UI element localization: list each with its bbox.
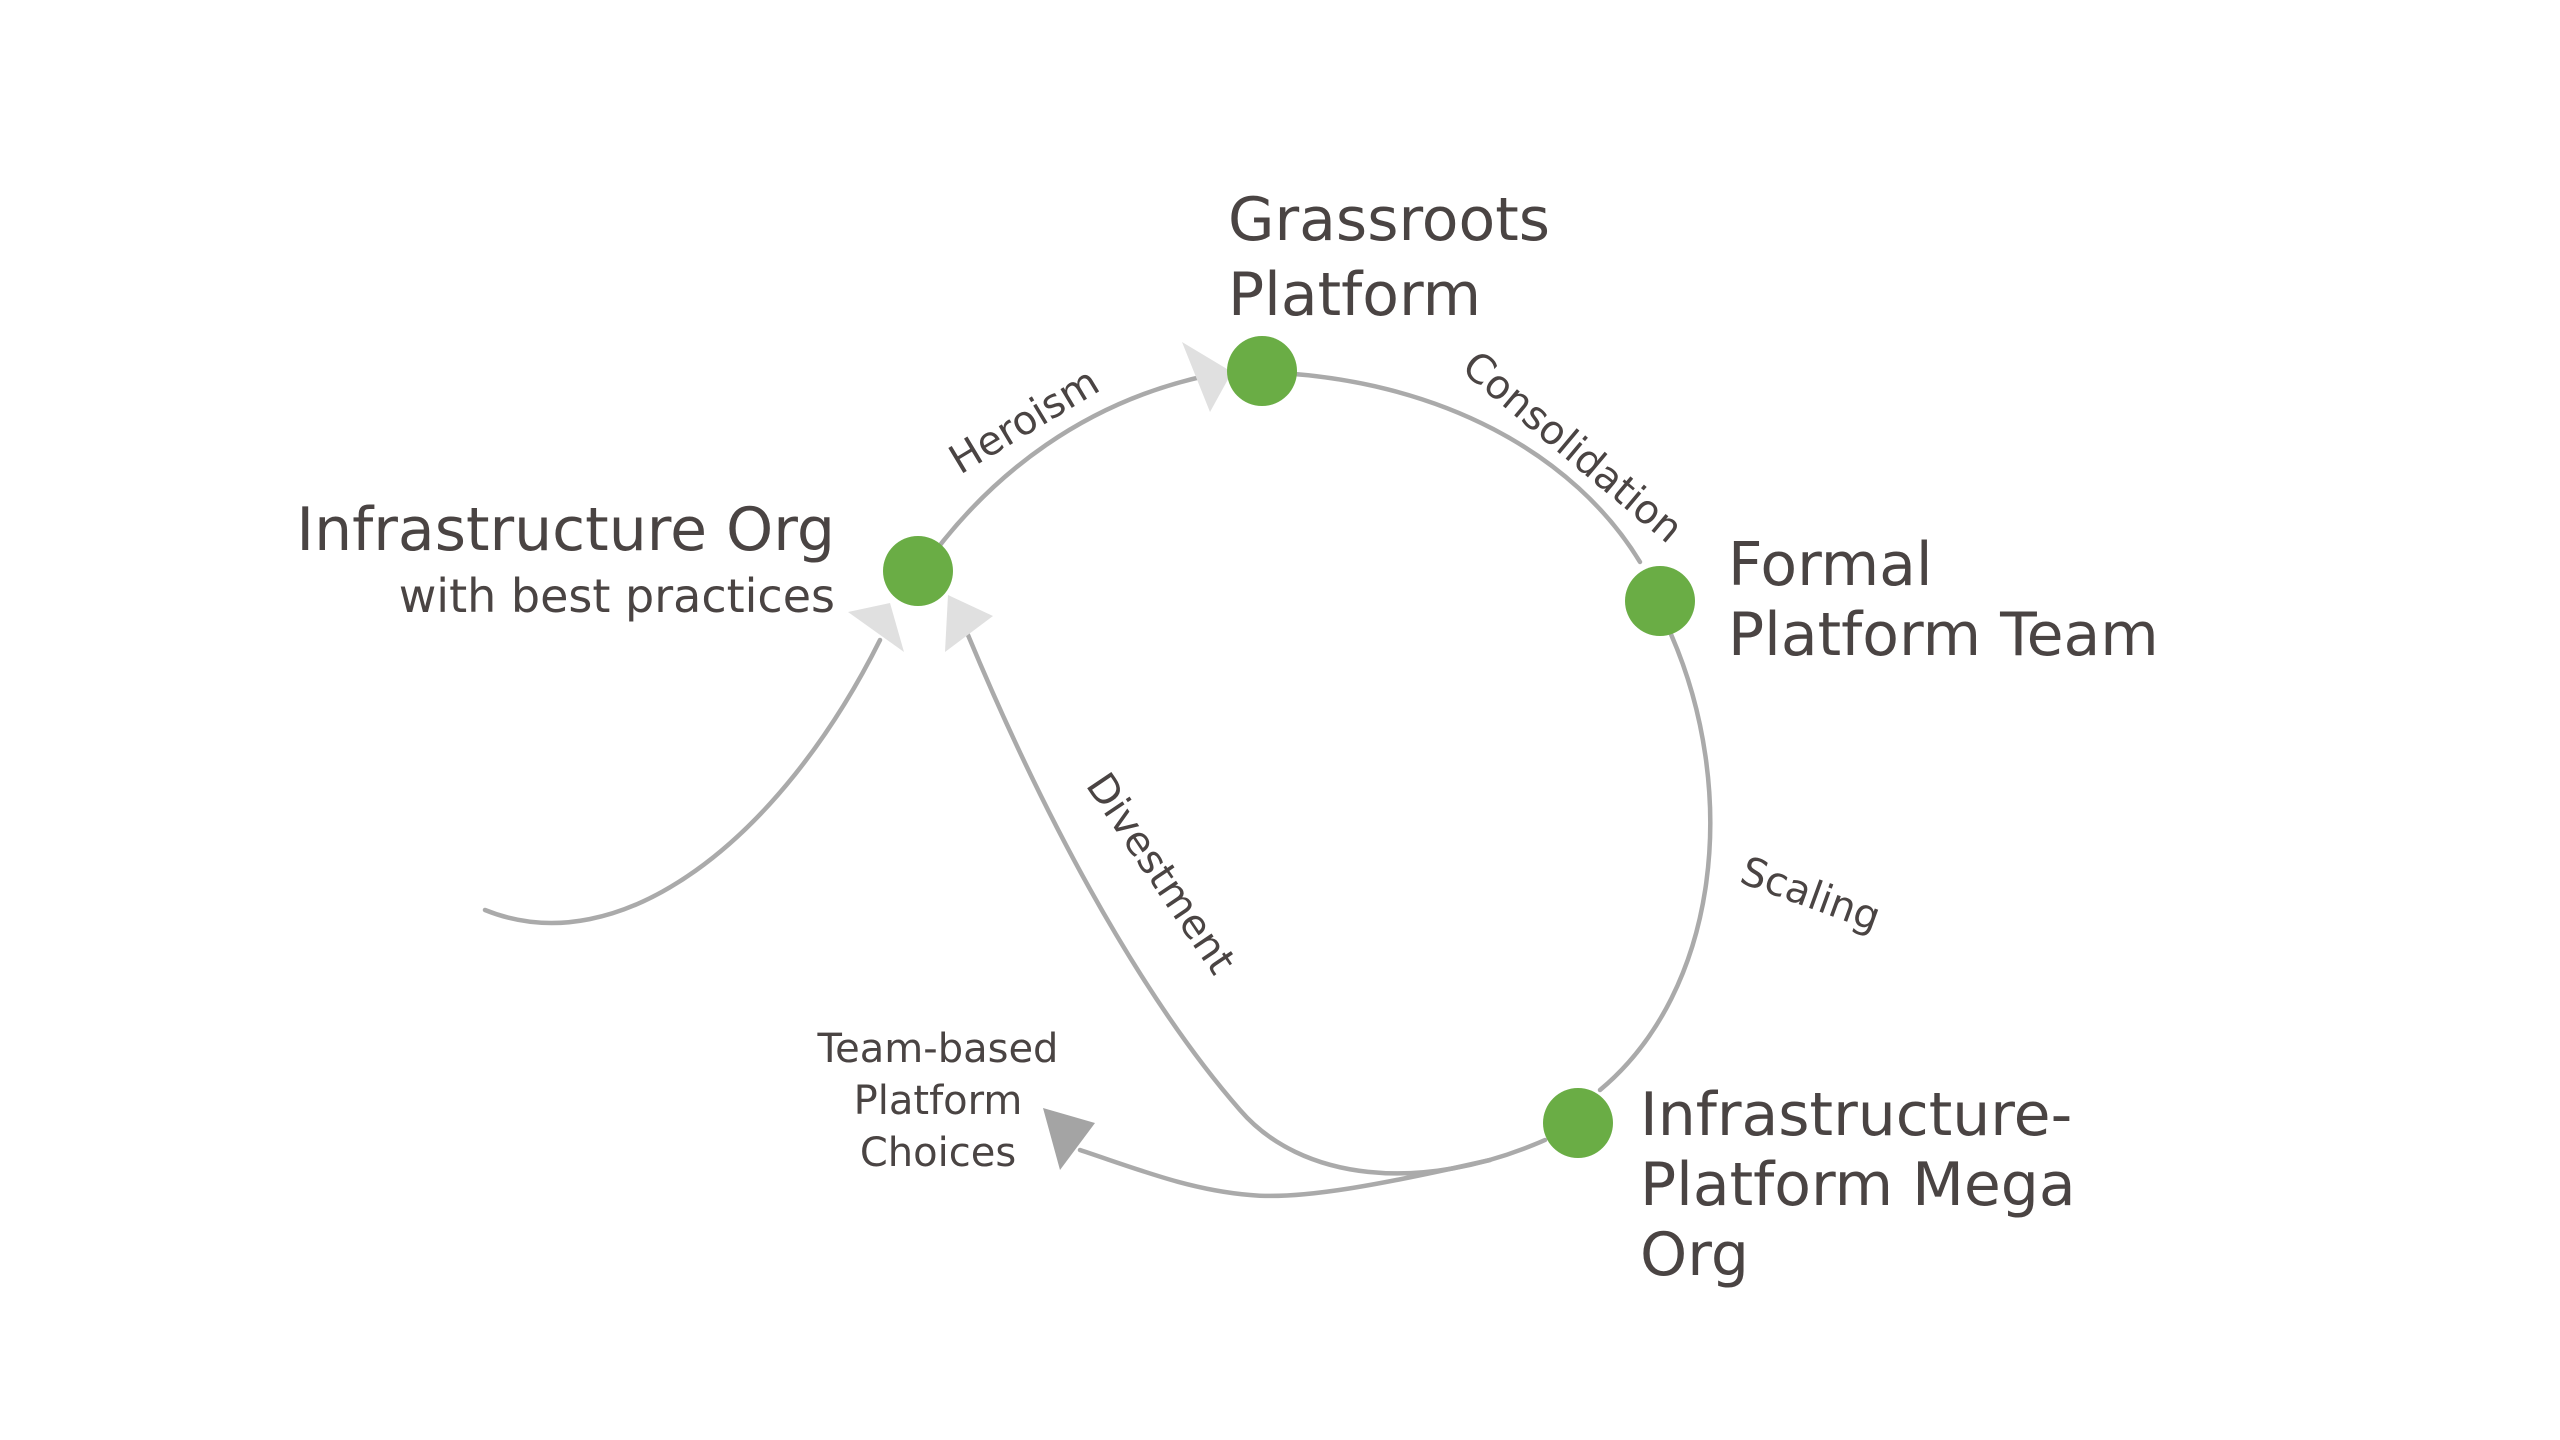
divestment-label: Divestment bbox=[1077, 765, 1244, 983]
infrastructure-org-node bbox=[883, 536, 953, 606]
team-based-choices-label-line2: Platform bbox=[854, 1078, 1023, 1124]
grassroots-label: Grassroots bbox=[1228, 185, 1550, 255]
infrastructure-org-label: Infrastructure Org bbox=[296, 495, 835, 565]
consolidation-curve bbox=[1259, 369, 1643, 565]
scaling-label: Scaling bbox=[1735, 848, 1887, 941]
mega-org-node bbox=[1543, 1088, 1613, 1158]
heroism-curve bbox=[915, 372, 1213, 578]
entry-curve bbox=[482, 637, 883, 926]
infrastructure-org-subtitle: with best practices bbox=[399, 569, 835, 623]
team-based-choices-label-line3: Choices bbox=[860, 1130, 1016, 1176]
mega-org-label: Infrastructure- bbox=[1640, 1080, 2072, 1150]
branch-arrowhead bbox=[1043, 1108, 1095, 1170]
grassroots-label-line2: Platform bbox=[1228, 260, 1481, 330]
formal-platform-team-node bbox=[1625, 566, 1695, 636]
branch-curve bbox=[1077, 1147, 1493, 1199]
entry-arrowhead bbox=[848, 603, 904, 652]
scaling-curve bbox=[1597, 629, 1713, 1093]
heroism-arrowhead bbox=[1182, 342, 1232, 412]
formal-team-label: Formal bbox=[1728, 530, 1933, 600]
divestment-curve bbox=[965, 632, 1548, 1176]
divestment-arrowhead bbox=[945, 595, 993, 652]
formal-team-label-line2: Platform Team bbox=[1728, 600, 2159, 670]
mega-org-label-line3: Org bbox=[1640, 1220, 1749, 1290]
grassroots-platform-node bbox=[1227, 336, 1297, 406]
consolidation-label: Consolidation bbox=[1454, 342, 1692, 552]
team-based-choices-label: Team-based bbox=[817, 1026, 1059, 1072]
mega-org-label-line2: Platform Mega bbox=[1640, 1150, 2076, 1220]
